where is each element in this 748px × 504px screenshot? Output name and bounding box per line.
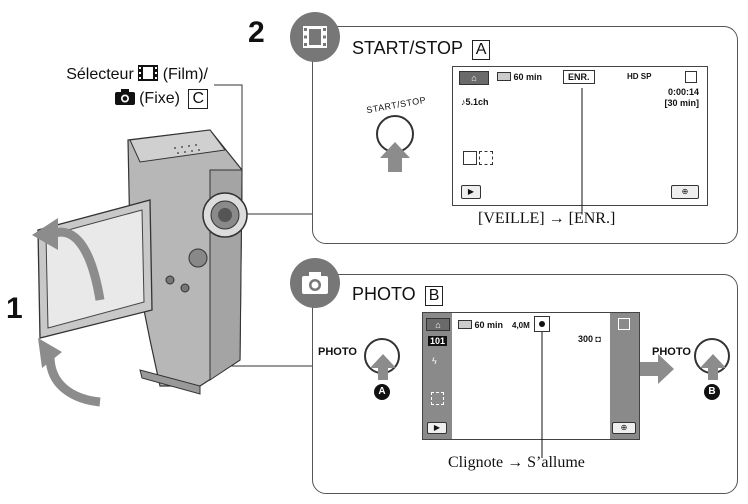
film-label: (Film)/ — [162, 66, 208, 83]
flash-icon: ϟ — [432, 356, 437, 366]
photo-caption-to: S’allume — [527, 454, 585, 471]
film-icon — [138, 65, 159, 88]
marker-a-text: A — [378, 386, 386, 397]
home-button[interactable]: ⌂ — [459, 71, 489, 85]
movie-battery-text: 60 min — [513, 72, 543, 82]
arrow-right-icon: → — [548, 210, 569, 227]
camcorder-illustration — [32, 129, 248, 407]
selector-word: Sélecteur — [66, 66, 134, 83]
movie-box-letter: A — [471, 40, 491, 60]
photo-home-button[interactable]: ⌂ — [426, 318, 450, 331]
playback-button[interactable]: ▶ — [461, 185, 481, 199]
photo-camera-icon — [302, 272, 328, 294]
movie-panel-title: START/STOP A — [352, 38, 491, 60]
focus-dot — [539, 321, 545, 327]
marker-a: A — [374, 384, 390, 400]
movie-caption-to: [ENR.] — [568, 210, 616, 227]
face-detect-icon-2 — [479, 151, 493, 165]
photo-title-text: PHOTO — [352, 284, 416, 304]
photo-button-left-label: PHOTO — [318, 346, 357, 358]
movie-audio-text: 5.1ch — [465, 97, 489, 107]
movie-time: 0:00:14 — [667, 87, 699, 97]
movie-caption: [VEILLE] → [ENR.] — [478, 210, 615, 228]
photo-caption-from: Clignote — [448, 454, 504, 471]
photo-face-icon — [431, 392, 444, 405]
movie-battery: 60 min — [497, 72, 542, 82]
step-number-2: 2 — [248, 16, 265, 49]
start-stop-button[interactable]: START/STOP — [350, 84, 440, 174]
option-button[interactable]: ⊕ — [671, 185, 699, 199]
photo-screen-center — [452, 312, 610, 440]
photo-memory-card-icon — [618, 318, 630, 330]
movie-remaining: [30 min] — [664, 98, 699, 108]
marker-b-text: B — [708, 386, 716, 397]
face-detect-icon — [463, 151, 477, 165]
movie-title-text: START/STOP — [352, 38, 463, 58]
film-strip-icon — [303, 26, 327, 48]
photo-battery-text: 60 min — [474, 320, 504, 330]
photo-box-letter: B — [424, 286, 444, 306]
photo-battery-icon — [458, 320, 472, 329]
photo-folder-text: 101 — [428, 336, 448, 346]
photo-button-right-label: PHOTO — [652, 346, 691, 358]
photo-count-text: 300 — [578, 334, 594, 344]
photo-panel-title: PHOTO B — [352, 284, 444, 306]
photo-count: 300 ◘ — [578, 334, 601, 344]
transition-arrow-icon — [640, 354, 674, 384]
step-number-1: 1 — [6, 292, 23, 325]
selector-label: Sélecteur (Film)/ (Fixe) C — [20, 64, 220, 112]
marker-b: B — [704, 384, 720, 400]
photo-screen-right-bar — [610, 312, 640, 440]
photo-battery: 60 min — [458, 320, 503, 330]
movie-quality: HD SP — [627, 72, 652, 81]
photo-caption: Clignote → S’allume — [448, 454, 585, 472]
photo-size: 4,0M — [512, 321, 530, 330]
fixe-label: (Fixe) — [139, 90, 180, 107]
movie-caption-from: [VEILLE] — [478, 210, 545, 227]
photo-playback-button[interactable]: ▶ — [427, 422, 447, 434]
photo-arrow-right-icon: → — [507, 454, 528, 471]
photo-press-arrow-right — [700, 354, 726, 380]
photo-screen-left-bar — [422, 312, 452, 440]
photo-folder: 101 — [428, 336, 448, 346]
movie-audio: ♪5.1ch — [461, 97, 489, 107]
battery-icon — [497, 72, 511, 81]
movie-screen: ⌂ 60 min ENR. HD SP 0:00:14 [30 min] ♪5.… — [452, 66, 708, 206]
focus-indicator — [534, 316, 550, 332]
photo-count-camera-icon: ◘ — [595, 334, 601, 344]
photo-screen: ⌂ 60 min 4,0M 101 300 ◘ ϟ ▶ ⊕ — [422, 312, 640, 440]
camera-icon — [114, 89, 135, 112]
photo-badge — [290, 258, 340, 308]
audio-icon: ♪ — [461, 97, 466, 107]
photo-option-button[interactable]: ⊕ — [612, 422, 636, 434]
selector-box-letter: C — [188, 89, 208, 109]
movie-badge — [290, 12, 340, 62]
movie-rec-indicator: ENR. — [563, 70, 595, 84]
memory-card-icon — [685, 71, 697, 83]
photo-press-arrow-left — [370, 354, 396, 380]
